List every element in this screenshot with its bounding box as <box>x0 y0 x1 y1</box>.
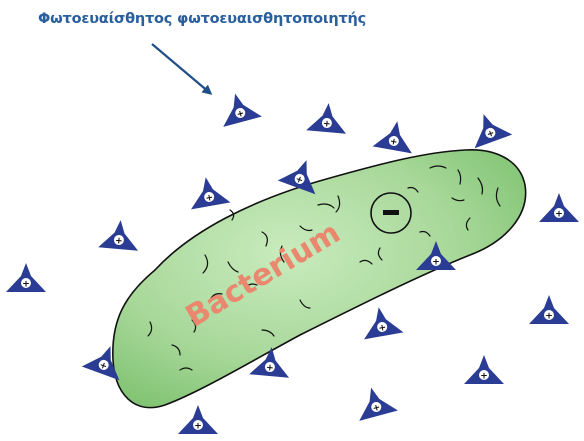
triangle-plus-icon: + <box>465 107 513 148</box>
plus-sign: + <box>22 280 30 290</box>
plus-sign: + <box>480 372 488 382</box>
triangle-plus-icon: + <box>359 304 403 340</box>
pointer-arrow <box>152 44 210 93</box>
triangle-plus-icon: + <box>98 218 140 250</box>
triangle-plus-icon: + <box>216 88 262 126</box>
minus-sign <box>383 210 399 215</box>
triangle-plus-icon: + <box>306 101 348 133</box>
plus-sign: + <box>115 236 123 247</box>
triangle-plus-icon: + <box>539 193 579 222</box>
plus-sign: + <box>545 312 553 322</box>
bacterium-body <box>113 150 526 408</box>
plus-sign: + <box>323 119 331 130</box>
bacterium <box>113 150 526 408</box>
triangle-plus-icon: + <box>529 295 569 324</box>
plus-sign: + <box>555 210 563 220</box>
triangle-plus-icon: + <box>178 405 218 434</box>
triangle-plus-icon: + <box>186 174 230 210</box>
plus-sign: + <box>266 363 274 374</box>
triangle-plus-icon: + <box>464 355 504 384</box>
triangle-plus-icon: + <box>373 118 417 154</box>
triangle-plus-icon: + <box>352 382 398 420</box>
plus-sign: + <box>194 422 202 432</box>
triangle-plus-icon: + <box>6 263 46 292</box>
plus-sign: + <box>432 258 440 268</box>
